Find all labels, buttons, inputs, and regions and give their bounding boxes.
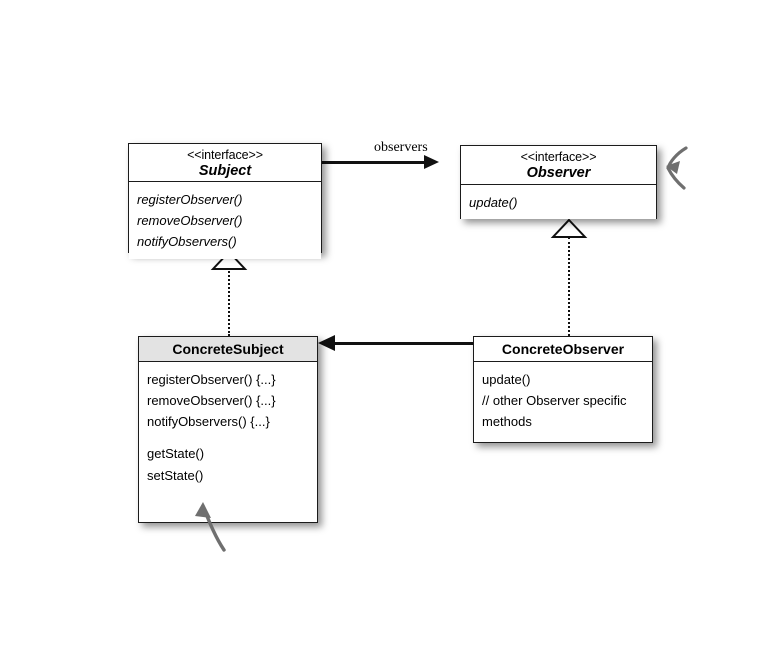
member-row: methods [482, 414, 532, 429]
annotation-arrow-setstate [195, 502, 226, 552]
class-members-concreteobserver: update() // other Observer specific meth… [474, 362, 652, 439]
class-members-observer: update() [461, 185, 656, 220]
stereotype-subject: <<interface>> [187, 148, 263, 162]
class-header-subject: <<interface>> Subject [129, 144, 321, 182]
class-members-concretesubject: registerObserver() {...} removeObserver(… [139, 362, 317, 493]
stereotype-observer: <<interface>> [520, 150, 597, 164]
realization-triangle-subject [210, 250, 248, 270]
class-name-subject: Subject [198, 162, 252, 179]
class-name-concreteobserver: ConcreteObserver [501, 341, 625, 357]
association-arrowhead-concretesubject [318, 335, 335, 351]
class-name-observer: Observer [526, 164, 591, 181]
realization-line-concretesubject-subject [228, 268, 230, 336]
association-label-observers: observers [374, 140, 428, 155]
member-row: registerObserver() {...} [147, 371, 276, 387]
member-row: removeObserver() {...} [147, 392, 276, 408]
class-header-observer: <<interface>> Observer [461, 146, 656, 185]
class-members-subject: registerObserver() removeObserver() noti… [129, 182, 321, 259]
association-line-concreteobserver-concretesubject [334, 342, 473, 345]
member-row: update() [482, 371, 531, 387]
realization-line-concreteobserver-observer [568, 237, 570, 336]
member-row: notifyObservers() [137, 234, 237, 249]
member-row: removeObserver() [137, 212, 243, 228]
class-box-concretesubject[interactable]: ConcreteSubject registerObserver() {...}… [138, 336, 318, 523]
class-header-concreteobserver: ConcreteObserver [474, 337, 652, 362]
class-header-concretesubject: ConcreteSubject [139, 337, 317, 362]
member-row: update() [469, 194, 518, 210]
class-name-concretesubject: ConcreteSubject [172, 341, 284, 357]
member-row: getState() [147, 446, 205, 462]
member-spacer [139, 433, 317, 444]
member-row: // other Observer specific [482, 392, 627, 408]
member-row: registerObserver() [137, 191, 243, 207]
association-line-subject-observer [322, 161, 426, 164]
realization-triangle-observer [550, 218, 588, 238]
association-arrowhead-observer [424, 155, 439, 169]
member-row: setState() [147, 467, 204, 483]
member-row: notifyObservers() {...} [147, 414, 270, 429]
annotation-arrow-right-edge [666, 146, 688, 190]
class-box-subject[interactable]: <<interface>> Subject registerObserver()… [128, 143, 322, 259]
class-box-concreteobserver[interactable]: ConcreteObserver update() // other Obser… [473, 336, 653, 443]
class-box-observer[interactable]: <<interface>> Observer update() [460, 145, 657, 220]
